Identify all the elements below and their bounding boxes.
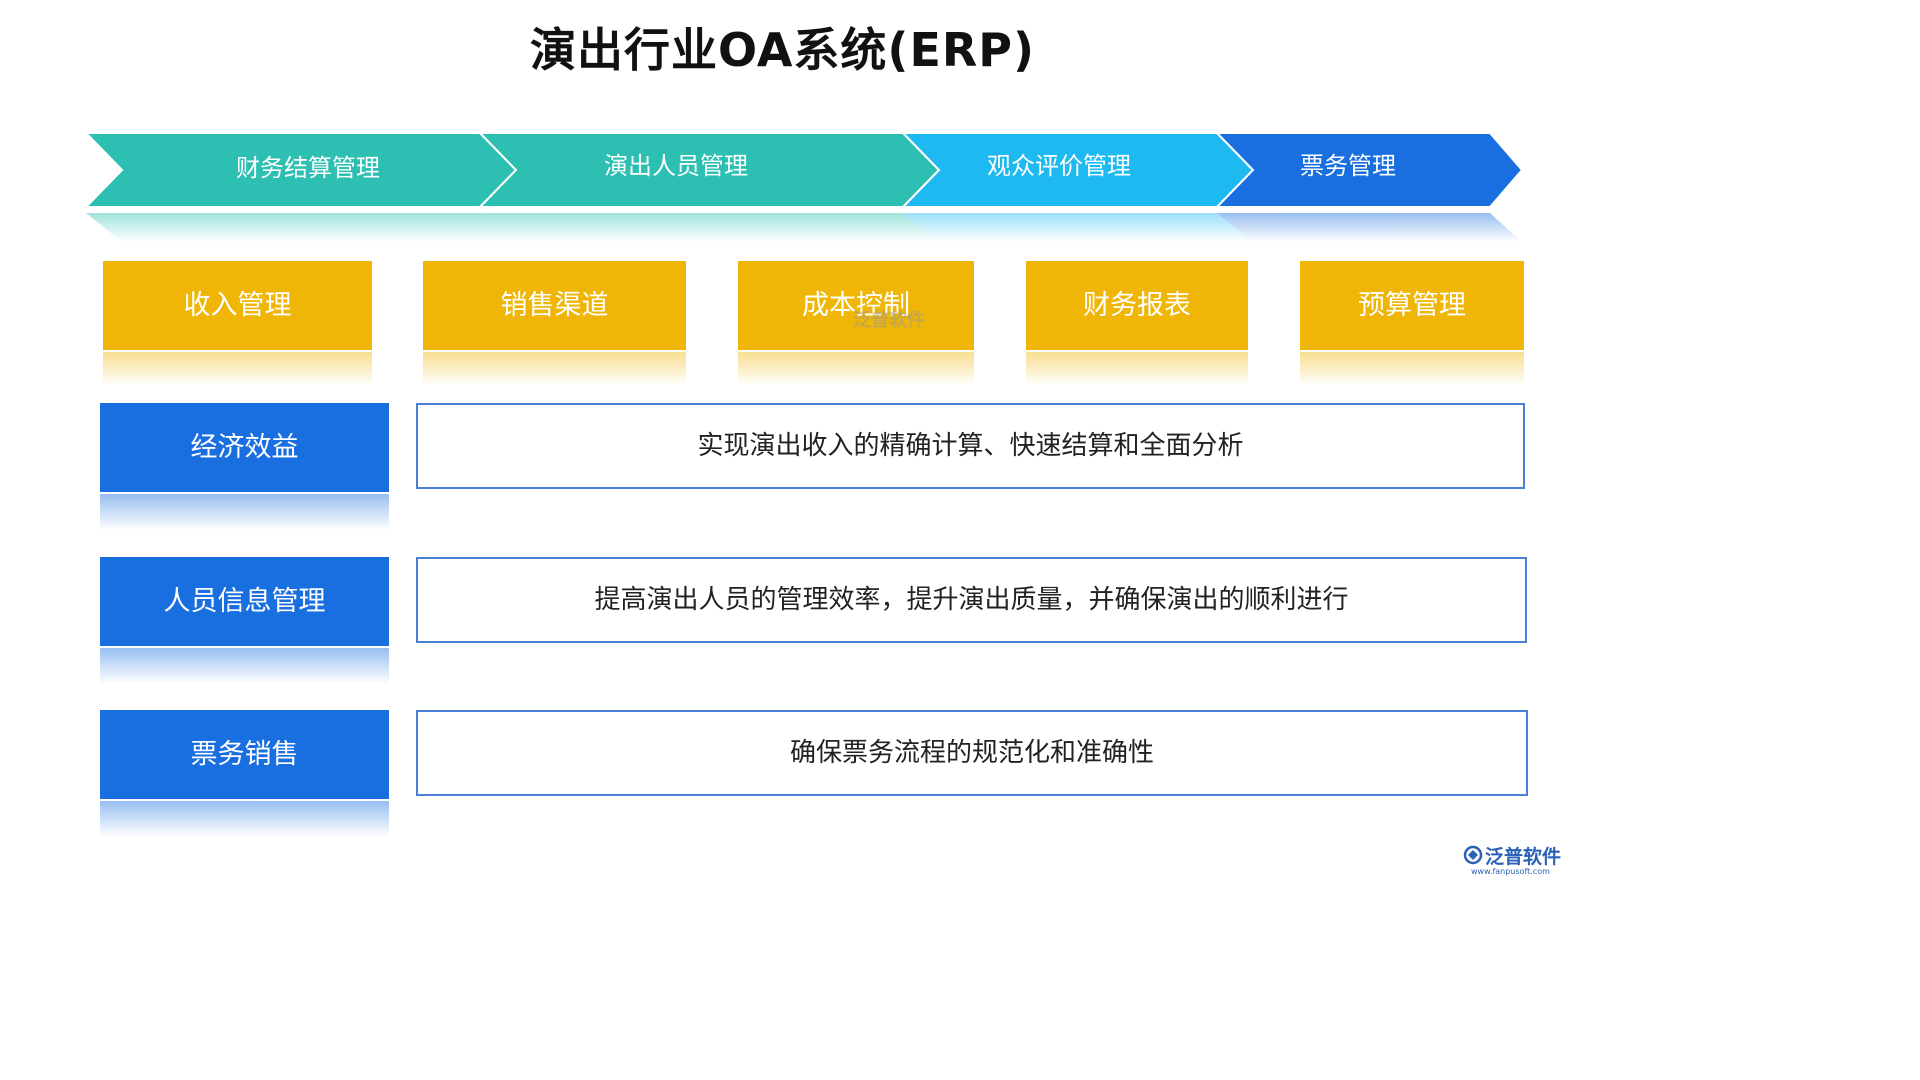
step-reflection — [86, 213, 516, 242]
fanpu-logo-icon — [1463, 845, 1483, 865]
step-label-performer-management: 演出人员管理 — [604, 152, 748, 180]
step-label-ticketing: 票务管理 — [1300, 152, 1396, 180]
module-sales-channel: 销售渠道 — [423, 261, 686, 350]
step-label-finance-settlement: 财务结算管理 — [236, 154, 380, 182]
module-reflection — [423, 352, 686, 386]
module-budget-management: 预算管理 — [1300, 261, 1524, 350]
benefit-label-ticket-sales: 票务销售 — [100, 710, 389, 799]
benefit-description-ticket-sales: 确保票务流程的规范化和准确性 — [416, 710, 1528, 796]
step-label-audience-review: 观众评价管理 — [987, 152, 1131, 180]
benefit-reflection — [100, 801, 389, 837]
module-reflection — [103, 352, 372, 386]
step-reflection — [1217, 213, 1522, 242]
module-income-management: 收入管理 — [103, 261, 372, 350]
fanpu-logo: 泛普软件 www.fanpusoft.com — [1463, 842, 1563, 878]
benefit-label-economic: 经济效益 — [100, 403, 389, 492]
process-arrow-bar — [83, 132, 1524, 242]
module-reflection — [738, 352, 974, 386]
watermark-text: 泛普软件 — [853, 310, 925, 331]
step-chevron-4 — [1214, 132, 1524, 208]
benefit-description-personnel: 提高演出人员的管理效率，提升演出质量，并确保演出的顺利进行 — [416, 557, 1527, 643]
step-reflection — [903, 213, 1253, 242]
page-title: 演出行业OA系统(ERP) — [529, 23, 1036, 77]
benefit-label-personnel: 人员信息管理 — [100, 557, 389, 646]
benefit-reflection — [100, 648, 389, 684]
module-reflection — [1026, 352, 1248, 386]
module-reflection — [1300, 352, 1524, 386]
benefit-reflection — [100, 494, 389, 530]
step-reflection — [480, 213, 939, 242]
module-cost-control: 成本控制 — [738, 261, 974, 350]
benefit-description-economic: 实现演出收入的精确计算、快速结算和全面分析 — [416, 403, 1525, 489]
logo-url: www.fanpusoft.com — [1471, 867, 1550, 876]
module-financial-report: 财务报表 — [1026, 261, 1248, 350]
logo-name: 泛普软件 — [1485, 846, 1562, 868]
